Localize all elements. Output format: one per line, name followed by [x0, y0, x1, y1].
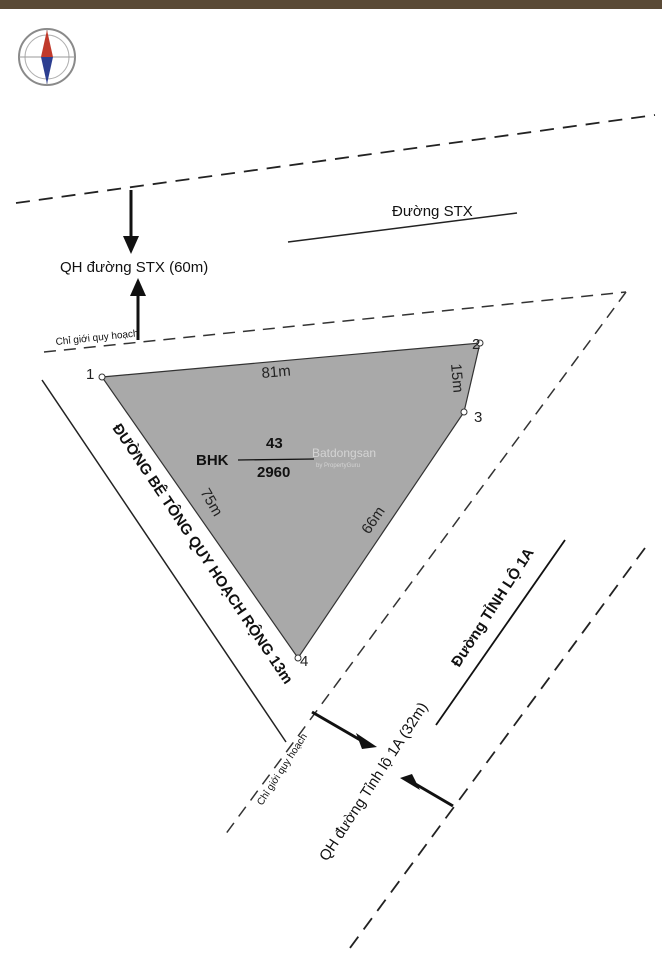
compass-icon — [18, 28, 76, 86]
tinh-lo-width-arrow-right — [400, 774, 454, 808]
vertex-markers — [98, 339, 484, 662]
tinh-lo-road-label: Đường TỈNH LỘ 1A — [447, 544, 537, 670]
stx-width-arrow-up — [130, 278, 146, 340]
boundary-label-bottom: Chỉ giới quy hoạch — [254, 731, 309, 807]
boundary-dashed-right — [224, 291, 627, 836]
tinh-lo-width-arrow-left — [311, 710, 377, 749]
side-length-top: 81m — [261, 363, 292, 382]
plot-code: BHK — [196, 452, 229, 469]
vertex-4-label: 4 — [300, 653, 308, 670]
plot-number: 43 — [266, 435, 283, 452]
watermark-sub: by PropertyGuru — [316, 463, 360, 469]
watermark: Batdongsan — [312, 446, 376, 460]
plot-id-divider — [237, 458, 315, 461]
tinh-lo-planning-line — [346, 547, 646, 953]
side-length-right-short: 15m — [447, 363, 466, 394]
tinh-lo-road-line — [435, 539, 566, 726]
concrete-road-edge-outer — [41, 379, 287, 743]
stx-road-label: Đường STX — [392, 203, 473, 220]
plot-area-value: 2960 — [257, 464, 290, 481]
boundary-label-top: Chỉ giới quy hoạch — [55, 327, 139, 348]
stx-width-arrow-down — [123, 190, 139, 254]
stx-road-line — [287, 212, 518, 243]
boundary-dashed-top — [43, 291, 627, 353]
vertex-1-label: 1 — [86, 366, 94, 383]
vertex-2-label: 2 — [472, 336, 480, 353]
vertex-3-label: 3 — [474, 409, 482, 426]
top-bar — [0, 0, 662, 9]
stx-planned-label: QH đường STX (60m) — [60, 259, 208, 276]
stx-planning-line-top — [15, 114, 656, 204]
